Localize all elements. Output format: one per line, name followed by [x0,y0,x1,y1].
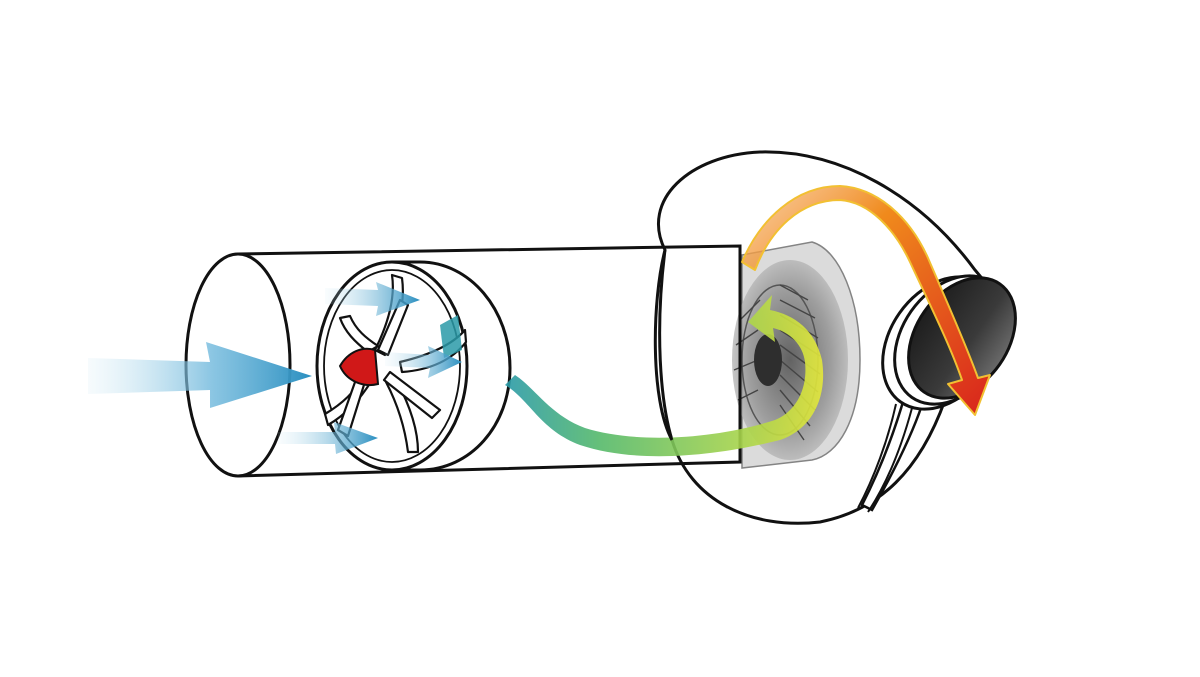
small-arrow-icon [278,282,462,454]
nose-cone [338,347,380,386]
arrow-right-icon [88,342,312,408]
curved-arrow-icon [741,185,991,416]
turbo-housing-rim [653,249,674,441]
